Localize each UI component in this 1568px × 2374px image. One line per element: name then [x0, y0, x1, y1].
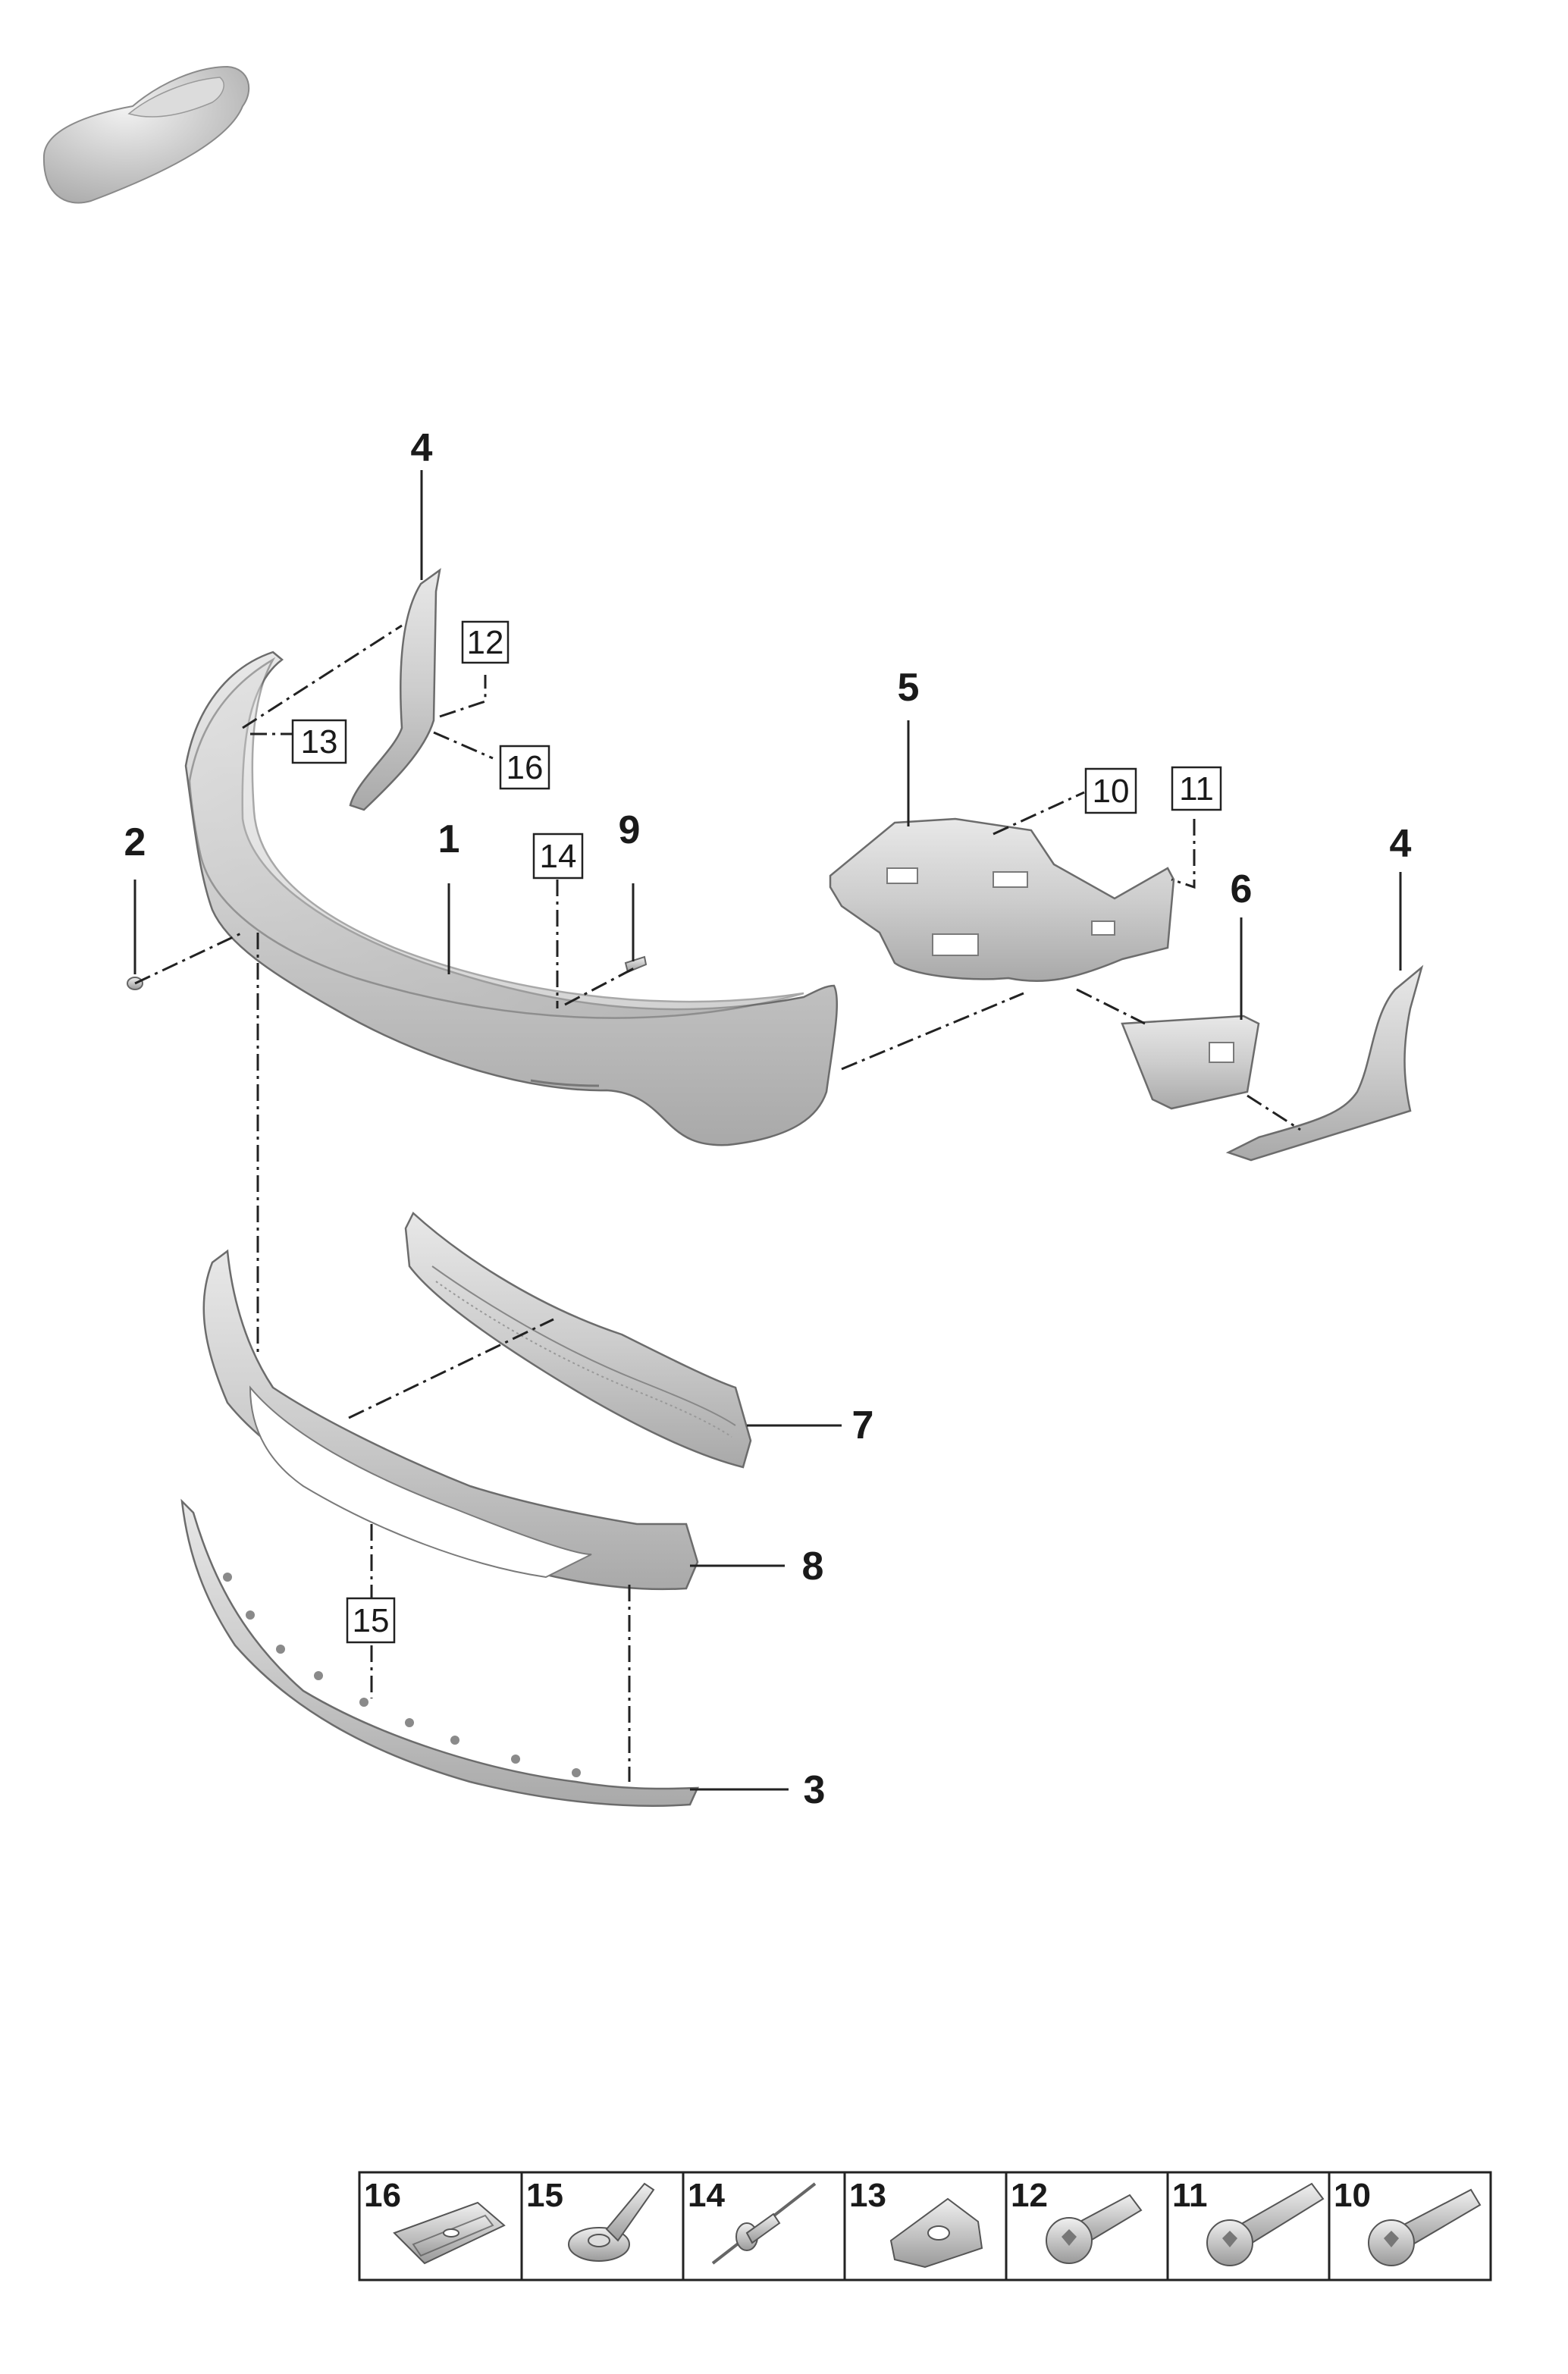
side-bracket-left [349, 568, 441, 811]
legend-cell-11: 11 [1172, 2177, 1325, 2266]
legend-cell-14: 14 [688, 2177, 817, 2265]
boxed-callout-16: 16 [499, 745, 550, 790]
assembly-lines [134, 624, 1301, 1782]
clip-nut-icon [393, 2201, 506, 2265]
radiator-grille [404, 1211, 752, 1469]
leader-lines [133, 470, 1402, 1791]
legend-number-12: 12 [1011, 2177, 1048, 2214]
callout-5: 5 [898, 666, 920, 710]
callout-8: 8 [802, 1545, 824, 1588]
boxed-callout-11-label: 11 [1179, 770, 1214, 808]
small-bracket [1121, 1015, 1260, 1110]
boxed-callout-14-label: 14 [540, 838, 577, 875]
legend-cell-16: 16 [364, 2177, 506, 2265]
callout-4-right: 4 [1390, 822, 1412, 866]
callout-9: 9 [619, 808, 641, 852]
legend-number-15: 15 [526, 2177, 563, 2214]
boxed-callout-15: 15 [346, 1597, 396, 1644]
boxed-callout-12: 12 [461, 620, 510, 664]
legend-cell-12: 12 [1011, 2177, 1143, 2264]
bumper-cover [184, 651, 838, 1146]
callout-1: 1 [438, 817, 460, 861]
car-thumbnail-icon [42, 65, 250, 204]
callout-7: 7 [852, 1403, 874, 1447]
torx-screw-long-icon [1206, 2182, 1325, 2266]
torx-screw-icon [1368, 2188, 1482, 2266]
legend-number-10: 10 [1334, 2177, 1371, 2214]
side-bracket-right [1225, 964, 1424, 1162]
callout-2: 2 [124, 820, 146, 864]
boxed-callout-12-label: 12 [467, 624, 504, 661]
small-clip [624, 955, 648, 974]
mounting-bracket-assembly [829, 817, 1175, 983]
boxed-callout-10-label: 10 [1093, 773, 1130, 810]
callout-6: 6 [1231, 867, 1253, 911]
torx-screw-short-icon [1046, 2194, 1143, 2264]
expanding-rivet-icon [568, 2182, 655, 2262]
boxed-callout-15-label: 15 [353, 1602, 390, 1639]
boxed-callout-11: 11 [1171, 766, 1222, 811]
callout-4-left: 4 [411, 426, 433, 470]
spoiler-lip [180, 1498, 699, 1807]
boxed-callout-13: 13 [291, 719, 347, 764]
legend-cell-13: 13 [849, 2177, 983, 2269]
blind-rivet-icon [711, 2182, 817, 2265]
boxed-callout-13-label: 13 [301, 723, 338, 760]
hardware-legend: 16 15 14 13 [358, 2171, 1492, 2281]
legend-number-14: 14 [688, 2177, 725, 2214]
boxed-callout-14: 14 [532, 833, 584, 880]
legend-number-11: 11 [1172, 2177, 1208, 2214]
legend-number-16: 16 [364, 2177, 401, 2214]
legend-cell-15: 15 [526, 2177, 655, 2262]
callout-3: 3 [804, 1768, 826, 1812]
legend-number-13: 13 [849, 2177, 886, 2214]
boxed-callout-16-label: 16 [506, 749, 544, 786]
lower-trim [202, 1249, 699, 1591]
boxed-callout-10: 10 [1084, 767, 1137, 814]
legend-cell-10: 10 [1334, 2177, 1482, 2266]
spring-nut-icon [889, 2197, 983, 2269]
